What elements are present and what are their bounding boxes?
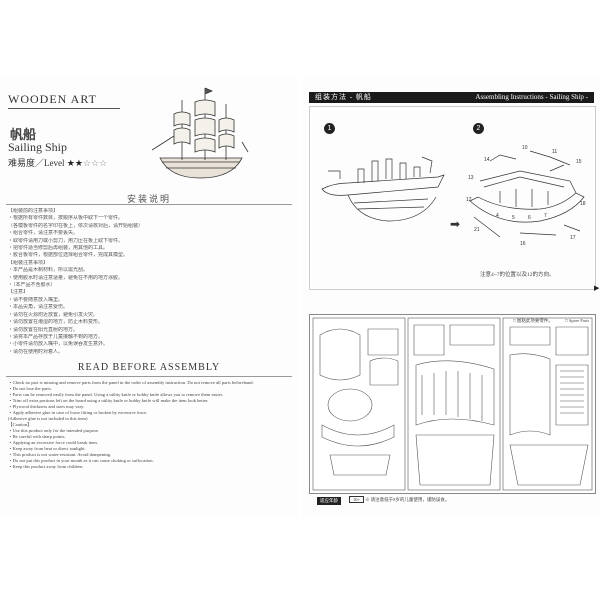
step-1-hull-drawing xyxy=(321,156,445,222)
cn-line: ・请不要随意放入嘴里。 xyxy=(8,297,64,303)
en-line: ・This product is not water-resistant. Av… xyxy=(8,452,112,457)
cn-line: ・请勿在使用时对着人。 xyxy=(8,349,64,355)
cn-line: ・本产品是木制材料，所以需光刮。 xyxy=(8,268,89,274)
difficulty-level: 难易度／Level ★★☆☆☆ xyxy=(8,156,107,169)
en-line: 【Caution】 xyxy=(8,422,32,427)
en-line: ・Keep away from heat or direct sunlight. xyxy=(8,446,86,451)
parts-sheet xyxy=(309,314,596,494)
svg-text:13: 13 xyxy=(468,175,474,181)
step-note: 注意4~7的位置以及12的方向。 xyxy=(480,272,555,278)
en-line: ・Use this product only for the intended … xyxy=(8,428,100,433)
svg-text:5: 5 xyxy=(512,215,515,221)
cn-line: ・小零件请勿放入嘴中，以免误吞发生意外。 xyxy=(8,342,109,348)
svg-text:7: 7 xyxy=(544,213,547,219)
cn-line: ・组合零件，请注意不要丢失。 xyxy=(8,231,79,237)
cn-line: 【注意】 xyxy=(8,290,29,296)
svg-text:15: 15 xyxy=(576,159,582,165)
en-line: (Adhesive glue is not included in this i… xyxy=(8,416,88,421)
step-1-badge: 1 xyxy=(324,123,335,134)
cn-line: ・把零件适当修剪后再组装，用其他的工具。 xyxy=(8,246,109,252)
read-before-assembly-title: READ BEFORE ASSEMBLY xyxy=(77,362,221,373)
parts-sheet-drawing xyxy=(312,317,593,491)
cn-line: ・请勿在火源附近放置，避免引发火灾。 xyxy=(8,312,99,318)
svg-text:10: 10 xyxy=(522,145,528,151)
cn-instructions: 【组装前的注意事项】・根据所有零件数目，按顺序从板中取下一个零件。（各模板零件的… xyxy=(8,208,198,356)
instructions-header: 组装方法 - 帆船 Assembling Instructions - Sail… xyxy=(309,92,594,103)
step-2-exploded-drawing: 13 14 10 11 15 12 4 5 6 7 21 16 17 18 xyxy=(466,145,586,247)
svg-text:4: 4 xyxy=(496,213,499,219)
brand-underline xyxy=(8,108,120,109)
star-empty-icon: ☆ xyxy=(90,158,100,168)
star-empty-icon: ☆ xyxy=(82,158,91,168)
safety-section-title: 安装说明 xyxy=(126,194,171,204)
step-2-badge: 2 xyxy=(473,123,484,134)
sailing-ship-illustration xyxy=(151,87,249,179)
star-filled-icon: ★ xyxy=(74,158,83,168)
cn-line: ・胶合板零件，根据部位选择组合零件，完成其模型。 xyxy=(8,253,129,259)
cn-line: （各模板零件的名字印在板上，依次请核对后，请开始组装） xyxy=(8,223,144,229)
en-line: ・Apply adhesive glue in case of loose fi… xyxy=(8,410,148,415)
svg-text:18: 18 xyxy=(580,201,586,207)
en-line: ・Check no part is missing and remove par… xyxy=(8,380,254,385)
left-page: WOODEN ART 帆船 Sailing Ship 难易度／Level ★★☆… xyxy=(0,78,298,518)
level-stars: ★★☆☆☆ xyxy=(67,158,107,168)
header-cn: 组装方法 - 帆船 xyxy=(315,93,372,101)
age-label: 适应年龄 xyxy=(317,497,341,505)
star-empty-icon: ☆ xyxy=(99,158,108,168)
cn-line: ・请将本产品存放于儿童接触不到的地方。 xyxy=(8,334,104,340)
model-name-cn: 帆船 xyxy=(10,127,37,142)
cn-line: 【组装前的注意事项】 xyxy=(8,209,59,214)
cn-line: 【组装注意事项】 xyxy=(8,260,49,266)
cn-line: ・根据所有零件数目，按顺序从板中取下一个零件。 xyxy=(8,216,124,222)
en-instructions: ・Check no part is missing and remove par… xyxy=(8,380,292,470)
arrow-icon: ➡ xyxy=(450,217,461,231)
svg-text:6: 6 xyxy=(528,215,531,221)
right-page: 组装方法 - 帆船 Assembling Instructions - Sail… xyxy=(303,78,600,518)
svg-text:14: 14 xyxy=(484,157,490,163)
en-line: ・Applying an excessive force could break… xyxy=(8,440,98,445)
en-line: ・Parts can be removed easily from the pa… xyxy=(8,392,224,397)
safety-footnote: ※ 请注意低于8岁的儿童使用，谨防误食。 xyxy=(365,497,450,502)
cn-line: ・（本产品不含胶水） xyxy=(8,283,56,289)
cn-line: ・本品尖角，请注意受伤。 xyxy=(8,305,69,311)
svg-text:17: 17 xyxy=(570,235,576,241)
level-label: 难易度／Level xyxy=(8,158,65,168)
spare-parts-legend: □ Spare Parts xyxy=(565,318,590,323)
svg-text:21: 21 xyxy=(474,227,480,233)
svg-text:16: 16 xyxy=(520,241,526,247)
en-line: ・Keep this product away from children. xyxy=(8,464,84,469)
model-name-en: Sailing Ship xyxy=(8,140,68,154)
cn-line: ・使用胶水时请注意适量，避免在不用的地方涂胶。 xyxy=(8,275,124,281)
page-arrow-icon: ▶ xyxy=(594,284,600,292)
en-line: ・Be careful with sharp points. xyxy=(8,434,66,439)
svg-text:11: 11 xyxy=(552,149,557,155)
brand-title: WOODEN ART xyxy=(8,92,97,106)
age-value: 10+ xyxy=(349,496,365,503)
en-line: ・Trim off extra portions left on the boa… xyxy=(8,398,209,403)
glue-legend: □ 图粘此项要零件。 xyxy=(513,318,553,323)
assembly-steps-panel: 1 2 ➡ 13 14 10 11 15 12 4 5 6 xyxy=(309,106,596,290)
en-line: ・Plywood thickness and sizes may vary. xyxy=(8,404,85,409)
en-line: ・Do not lose the parts. xyxy=(8,386,52,391)
star-filled-icon: ★ xyxy=(66,158,75,168)
svg-text:12: 12 xyxy=(466,197,472,203)
cn-line: ・请勿放置在潮湿的地方，防止木料变形。 xyxy=(8,320,104,326)
cn-line: ・请勿放置在阳光直射的地方。 xyxy=(8,327,79,333)
divider xyxy=(6,376,292,377)
cn-line: ・取零件请用刀或小剪刀，用力压在板上取下零件。 xyxy=(8,238,124,244)
divider xyxy=(6,204,292,205)
en-line: ・Do not put this product in your mouth a… xyxy=(8,458,154,463)
header-en: Assembling Instructions - Sailing Ship - xyxy=(475,93,588,101)
